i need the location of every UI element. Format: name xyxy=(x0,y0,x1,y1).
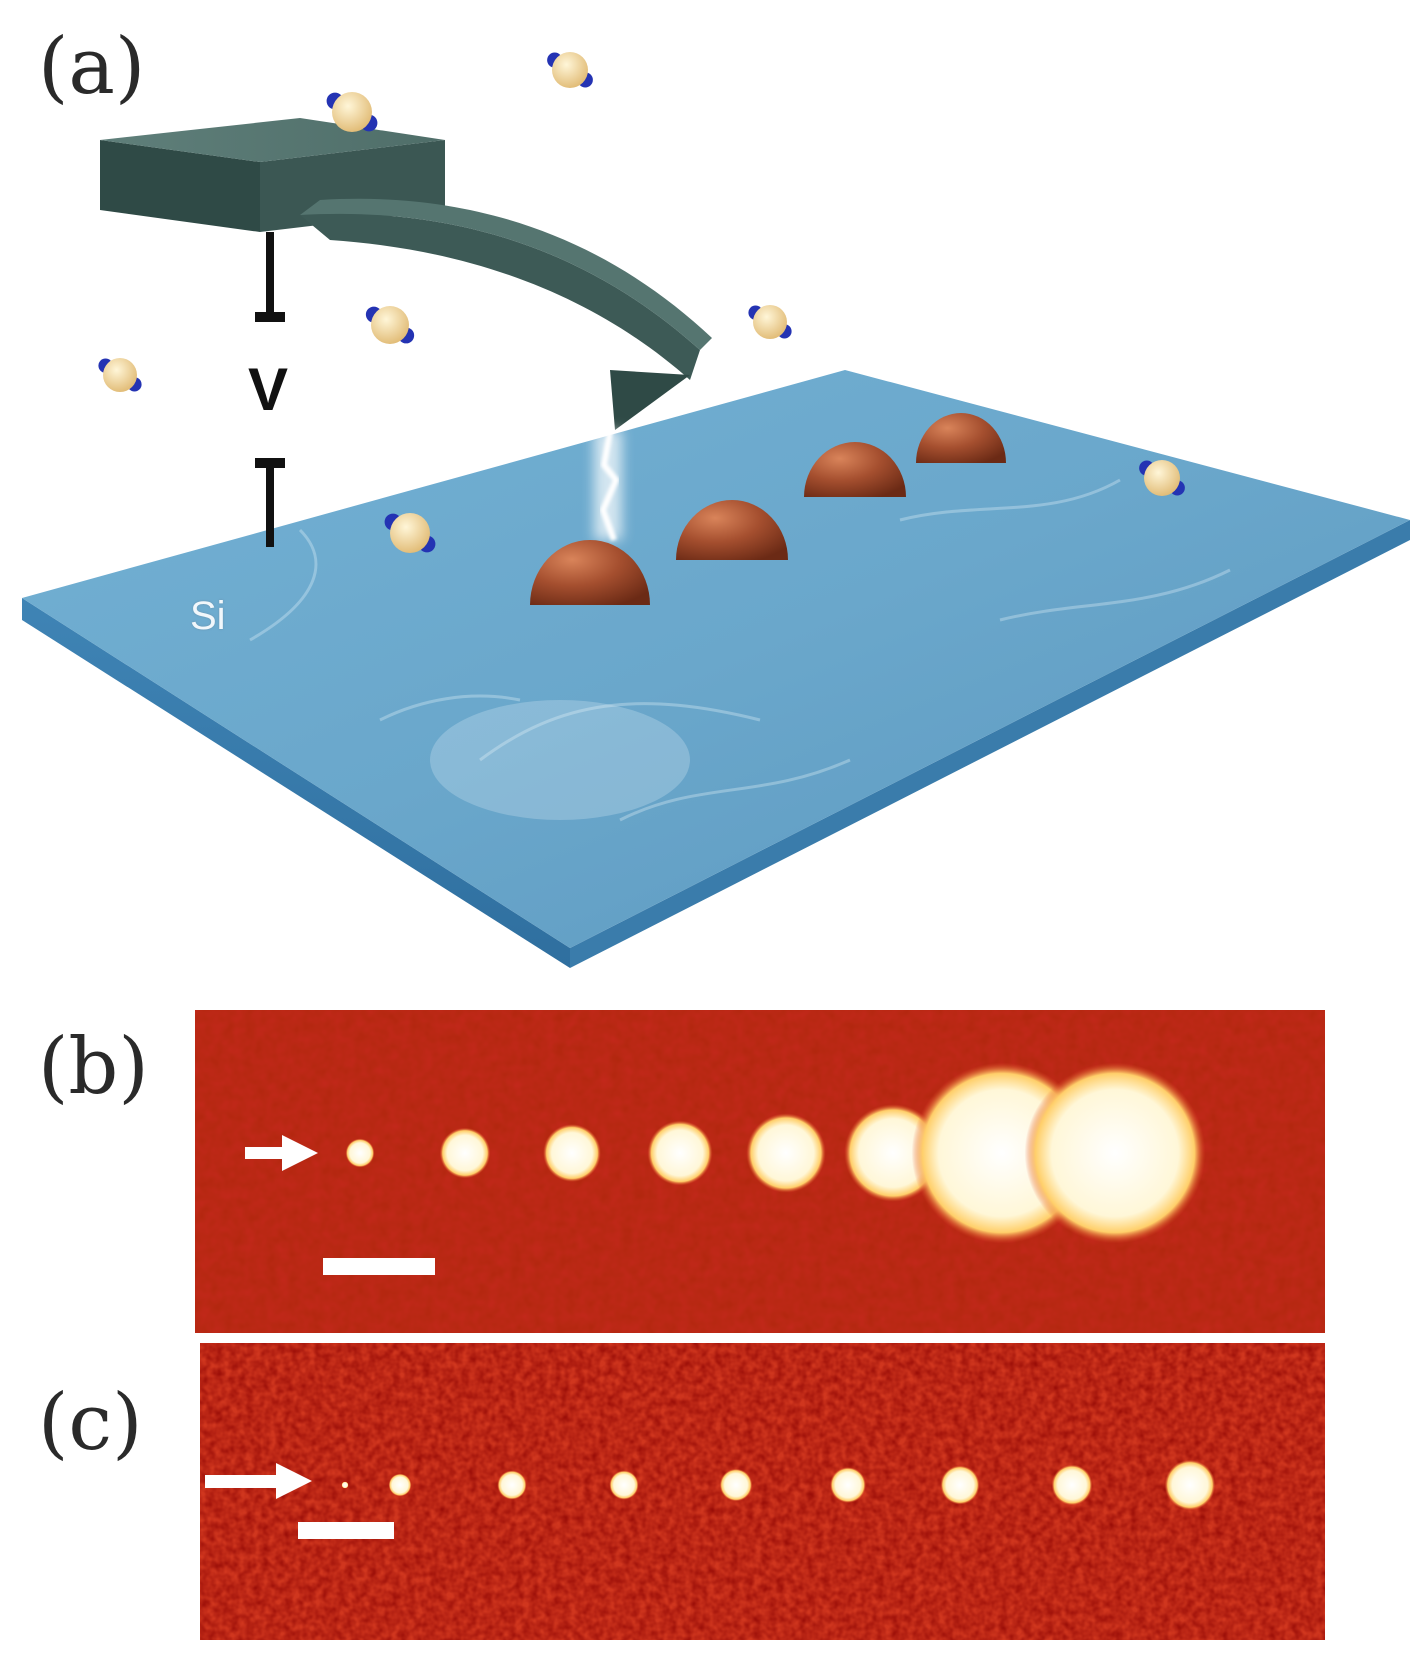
panel-b-image xyxy=(195,1010,1325,1333)
panel-c-scale-bar xyxy=(298,1522,394,1539)
cantilever-arm-top xyxy=(300,198,712,350)
cantilever-block-front xyxy=(100,140,260,232)
discharge-spark xyxy=(594,430,622,542)
panel-c-dot-9 xyxy=(1164,1459,1216,1511)
wire-lower xyxy=(266,462,274,547)
dome-3 xyxy=(804,442,906,497)
substrate-front-face xyxy=(22,598,570,968)
dome-2 xyxy=(676,500,788,560)
panel-label-b: (b) xyxy=(38,1022,149,1112)
panel-label-c: (c) xyxy=(38,1378,143,1468)
panel-c-dot-2 xyxy=(388,1473,412,1497)
molecule-5 xyxy=(384,513,436,553)
molecule-4 xyxy=(365,306,415,344)
cantilever-arm xyxy=(300,213,700,380)
panel-b-dot-8 xyxy=(1024,1062,1206,1244)
panel-label-a: (a) xyxy=(38,22,146,112)
panel-c-dot-8 xyxy=(1051,1464,1093,1506)
panel-b-dot-3 xyxy=(543,1124,601,1182)
molecule-6 xyxy=(748,305,792,339)
dome-4 xyxy=(916,413,1006,463)
cantilever-tip xyxy=(610,370,690,430)
panel-c-image xyxy=(200,1343,1325,1640)
panel-b-dot-2 xyxy=(439,1127,491,1179)
panel-c-arrow xyxy=(205,1463,312,1499)
panel-b-dot-5 xyxy=(746,1113,826,1193)
substrate-label: Si xyxy=(190,594,226,638)
voltage-label: V xyxy=(248,356,289,423)
panel-c-dot-7 xyxy=(940,1465,980,1505)
substrate-top xyxy=(22,370,1410,948)
molecule-1 xyxy=(326,92,378,132)
panel-c-dot-6 xyxy=(830,1467,866,1503)
panel-c-dot-3 xyxy=(497,1470,527,1500)
panel-b-arrow xyxy=(245,1135,318,1171)
dome-1 xyxy=(530,540,650,605)
wire-upper-cap xyxy=(255,312,285,322)
molecule-2 xyxy=(547,52,593,88)
panel-c-noise xyxy=(200,1343,1325,1640)
voltage-circuit xyxy=(255,232,285,547)
molecule-7 xyxy=(1139,460,1185,496)
panel-c-dots xyxy=(341,1459,1216,1511)
panel-b-dots xyxy=(345,1062,1206,1244)
substrate-highlight xyxy=(430,700,690,820)
panel-a-schematic xyxy=(22,52,1410,968)
wire-upper xyxy=(266,232,274,317)
substrate-side-face xyxy=(570,520,1410,968)
panel-b-dot-4 xyxy=(647,1120,713,1186)
panel-c-dot-1 xyxy=(341,1481,349,1489)
molecule-3 xyxy=(98,358,142,392)
panel-c-dot-4 xyxy=(609,1470,639,1500)
panel-c-dot-5 xyxy=(719,1468,753,1502)
deposited-domes xyxy=(530,413,1006,605)
precursor-molecules xyxy=(98,52,1185,553)
substrate-texture xyxy=(249,478,1231,822)
panel-b-dot-1 xyxy=(345,1138,375,1168)
panel-b-scale-bar xyxy=(323,1258,435,1275)
